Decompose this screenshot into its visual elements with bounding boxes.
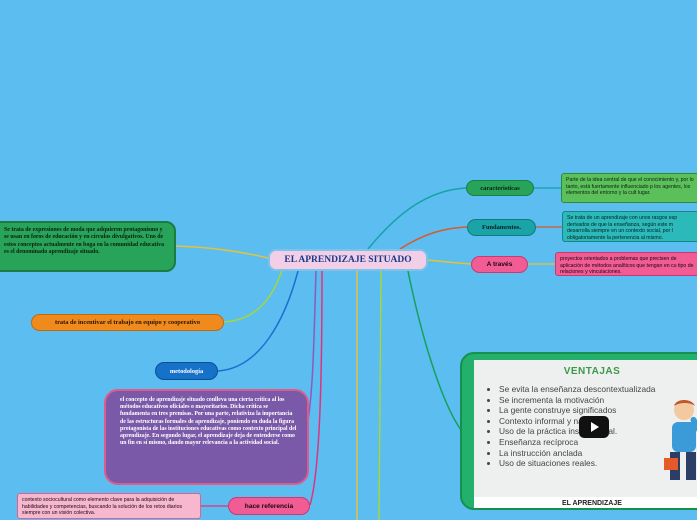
ventajas-title: VENTAJAS [563,366,621,377]
text-caracteristicas[interactable]: Parte de la idea central de que el conoc… [561,173,697,203]
text-a-traves[interactable]: proyectos orientados a problemas que pre… [555,252,697,276]
text-fundamentos[interactable]: Se trata de un aprendizaje con unos rasg… [562,211,697,242]
ventaja-item: Enseñanza recíproca [499,437,655,448]
ventaja-item: Contexto informal y natural [499,416,655,427]
link-hace-referencia [309,270,323,506]
ventaja-item: La gente construye significados [499,405,655,416]
play-button[interactable] [579,416,609,438]
topic-expresiones[interactable]: Se trata de expresiones de moda que adqu… [0,221,176,272]
link-metodologia [217,270,299,372]
ventajas-list: Se evita la enseñanza descontextualizada… [474,384,655,469]
link-caracteristicas [367,187,467,250]
topic-metodologia[interactable]: metodología [155,362,218,380]
link-critica [307,270,317,421]
link-incentivar [223,269,283,323]
ventaja-item: Se incrementa la motivación [499,395,655,406]
ventaja-item: Se evita la enseñanza descontextualizada [499,384,655,395]
topic-hace-referencia[interactable]: hace referencia [228,497,310,515]
ventaja-item: Uso de la práctica instruccional. [499,426,655,437]
link-a-traves [427,259,472,265]
topic-caracteristicas[interactable]: caracteristicas [466,180,534,196]
video-card[interactable]: VENTAJAS Se evita la enseñanza descontex… [460,352,697,510]
topic-contexto[interactable]: contexto sociocultural como elemento cla… [17,493,201,519]
cartoon-teacher-icon [664,400,697,480]
link-fundamentos [399,226,468,250]
play-icon [591,422,599,432]
link-ventajas [407,270,462,431]
ventaja-item: Uso de situaciones reales. [499,458,655,469]
video-caption: EL APRENDIZAJE [474,497,697,508]
topic-incentivar[interactable]: trata de incentivar el trabajo en equipo… [31,314,224,331]
link-down-2 [378,270,382,520]
video-thumbnail[interactable]: VENTAJAS Se evita la enseñanza descontex… [474,360,697,497]
topic-a-traves[interactable]: A través [471,256,528,273]
topic-fundamentos[interactable]: Fundamentos. [467,219,536,236]
topic-critica[interactable]: el concepto de aprendizaje situado conll… [104,389,309,485]
link-expresiones [175,245,269,259]
central-topic[interactable]: EL APRENDIZAJE SITUADO [268,249,428,271]
ventaja-item: La instrucción anclada [499,448,655,459]
